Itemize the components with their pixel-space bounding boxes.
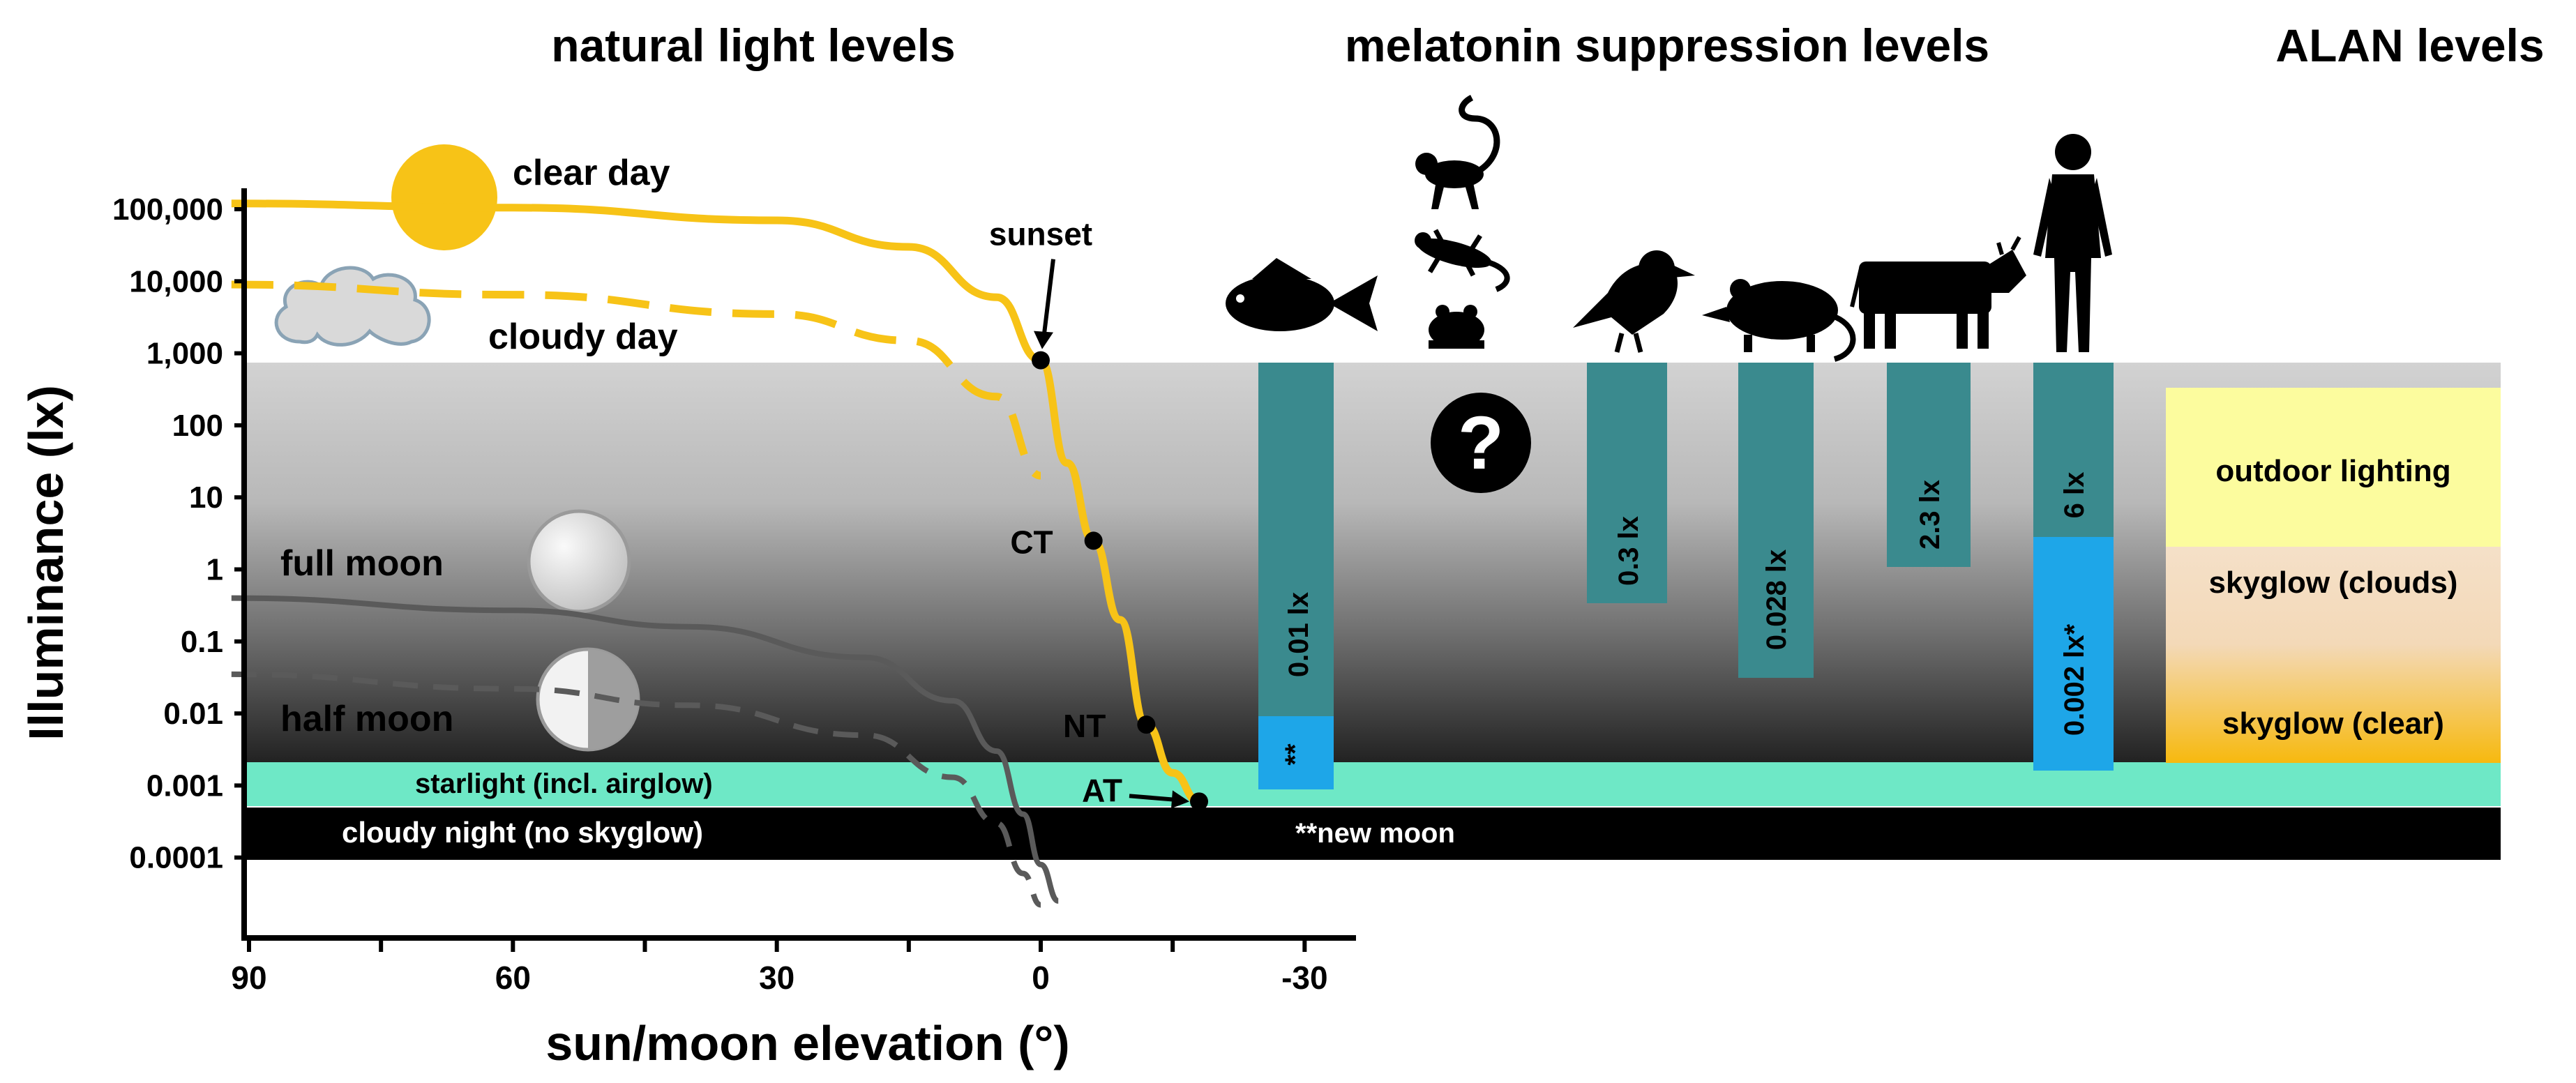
- melatonin-bar-fish-value: 0.01 lx: [1283, 592, 1314, 677]
- y-tick-label: 0.01: [163, 697, 223, 731]
- starlight-band: [244, 762, 2501, 806]
- sunset-arrow: [1041, 259, 1055, 340]
- curve-half-moon: [231, 671, 1042, 908]
- alan-skyglow-box: [2166, 547, 2501, 763]
- twilight-point-AT: [1190, 792, 1208, 811]
- alan-skyglow-clouds-label: skyglow (clouds): [2209, 566, 2458, 600]
- melatonin-bar-human-value: 6 lx: [2059, 472, 2090, 519]
- rat-icon: [1702, 279, 1856, 362]
- melatonin-bar-human-sub-value: 0.002 lx*: [2059, 624, 2090, 736]
- x-tick-label: 60: [495, 960, 531, 996]
- melatonin-bar-human-main: [2033, 363, 2114, 537]
- x-tick-label: -30: [1281, 960, 1327, 996]
- monkey-icon: [1415, 94, 1500, 209]
- melatonin-bar-fish-note: **: [1280, 743, 1311, 766]
- twilight-point-CT: [1084, 531, 1103, 550]
- curve-clear-day: [231, 199, 1200, 805]
- twilight-point-NT: [1137, 715, 1156, 734]
- y-axis-title: Illuminance (lx): [19, 385, 73, 741]
- x-tick-label: 90: [231, 960, 266, 996]
- twilight-label-NT: NT: [1063, 708, 1106, 744]
- cloud-icon: [274, 266, 431, 347]
- curve-cloudy-day: [231, 280, 1042, 480]
- human-icon: [2033, 134, 2112, 352]
- melatonin-bar-fish-main: [1258, 363, 1334, 716]
- x-ticks: 90 60 30 0 -30: [231, 938, 1328, 996]
- melatonin-bar-cow-value: 2.3 lx: [1915, 480, 1945, 550]
- heading-alan: ALAN levels: [2275, 20, 2544, 71]
- twilight-label-AT: AT: [1082, 772, 1122, 808]
- melatonin-bar-rat-value: 0.028 lx: [1761, 550, 1792, 651]
- question-mark-icon: ?: [1431, 393, 1531, 493]
- y-tick-label: 10,000: [129, 264, 223, 298]
- lizard-icon: [1415, 229, 1510, 292]
- twilight-point-sunset: [1032, 351, 1050, 370]
- melatonin-bar-rat-main: [1738, 363, 1814, 678]
- starlight-band-label: starlight (incl. airglow): [415, 768, 713, 799]
- y-tick-label: 100,000: [112, 192, 223, 227]
- full-moon-icon: [527, 509, 631, 614]
- curve-full-moon: [231, 595, 1060, 904]
- cloudy-night-band-label: cloudy night (no skyglow): [342, 816, 703, 849]
- at-arrow-head: [1171, 790, 1189, 809]
- curve-label-half-moon: half moon: [280, 699, 453, 739]
- melatonin-bar-cow-main: [1887, 363, 1971, 567]
- question-mark-symbol: ?: [1458, 400, 1504, 485]
- melatonin-bar-rat: 0.028 lx: [1738, 363, 1814, 678]
- curve-label-full-moon: full moon: [280, 543, 444, 584]
- axes: [241, 188, 1356, 941]
- curve-label-clear-day: clear day: [513, 153, 670, 193]
- y-tick-label: 10: [189, 480, 223, 515]
- y-tick-label: 1: [206, 553, 223, 587]
- melatonin-bar-bird-main: [1587, 363, 1667, 603]
- sunset-arrow-head: [1034, 331, 1053, 349]
- melatonin-bar-fish: 0.01 lx **: [1258, 363, 1334, 789]
- twilight-label-sunset: sunset: [989, 216, 1092, 252]
- y-tick-label: 1,000: [146, 337, 223, 371]
- melatonin-bar-cow: 2.3 lx: [1887, 363, 1971, 567]
- alan-outdoor-lighting-box: [2166, 388, 2501, 547]
- twilight-label-CT: CT: [1010, 524, 1053, 560]
- melatonin-bar-bird: 0.3 lx: [1587, 363, 1667, 603]
- bird-icon: [1573, 250, 1695, 353]
- fish-icon: [1226, 258, 1378, 331]
- melatonin-bar-fish-new-moon: [1258, 716, 1334, 789]
- x-tick-label: 30: [759, 960, 794, 996]
- at-arrow: [1129, 794, 1180, 803]
- melatonin-bar-human-sub: [2033, 537, 2114, 771]
- alan-skyglow-clear-label: skyglow (clear): [2222, 706, 2444, 741]
- heading-melatonin: melatonin suppression levels: [1345, 20, 1989, 71]
- curve-label-cloudy-day: cloudy day: [488, 317, 678, 357]
- heading-natural-light: natural light levels: [551, 20, 956, 71]
- x-axis-title: sun/moon elevation (°): [545, 1016, 1069, 1070]
- y-tick-label: 100: [172, 409, 223, 443]
- y-ticks: 100,000 10,000 1,000 100 10 1 0.1 0.01 0.001 0.00…: [112, 192, 244, 875]
- cloudy-night-band: [244, 808, 2501, 860]
- melatonin-bar-bird-value: 0.3 lx: [1613, 516, 1644, 586]
- y-tick-label: 0.001: [146, 768, 223, 803]
- new-moon-note: **new moon: [1295, 818, 1455, 849]
- sun-icon: [391, 144, 497, 250]
- x-tick-label: 0: [1032, 960, 1050, 996]
- cow-icon: [1850, 236, 2026, 349]
- y-tick-label: 0.1: [181, 625, 223, 659]
- half-moon-icon: [536, 647, 640, 752]
- frog-icon: [1429, 305, 1484, 349]
- alan-outdoor-lighting-label: outdoor lighting: [2215, 454, 2450, 488]
- curves-layer: [231, 199, 1200, 908]
- y-tick-label: 0.0001: [129, 841, 223, 875]
- melatonin-bar-human: 6 lx 0.002 lx*: [2033, 363, 2114, 771]
